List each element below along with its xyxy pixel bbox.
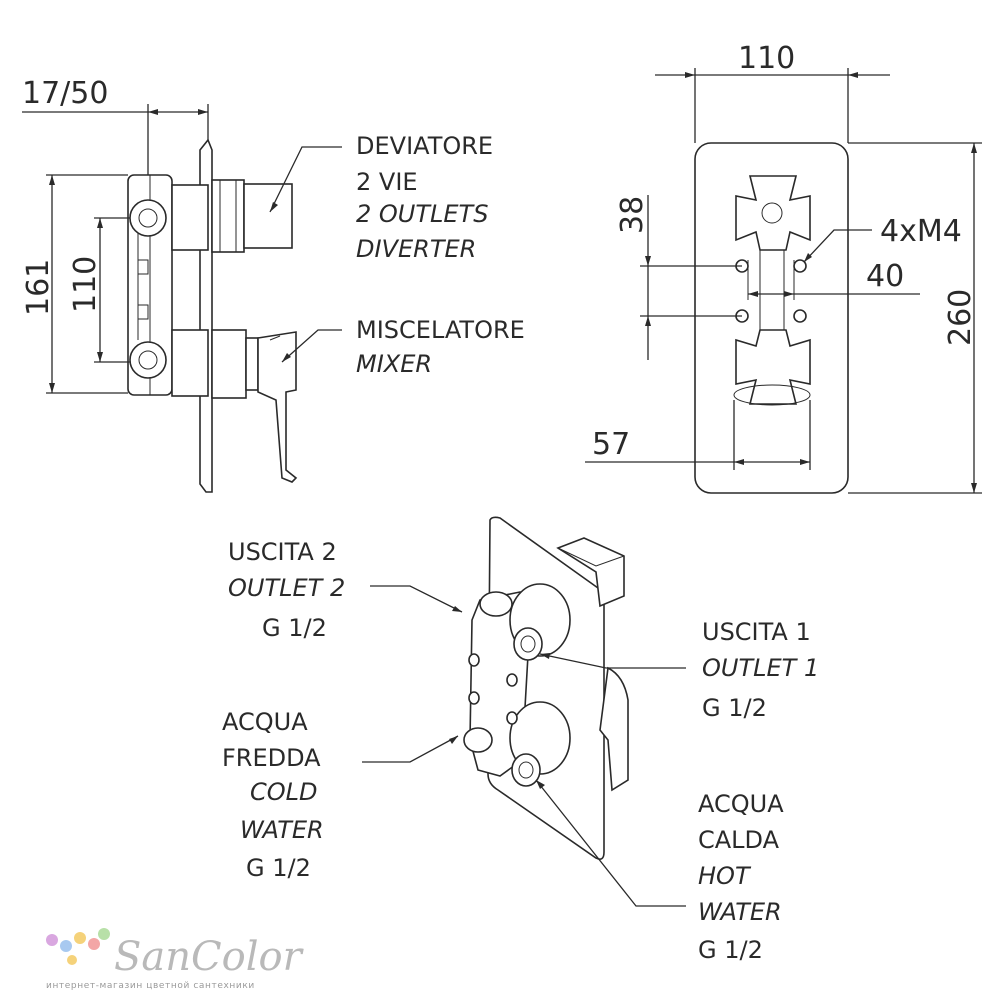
label-cold-1: ACQUA [222,708,308,736]
dim-screws: 4xM4 [880,214,962,249]
label-outlet1-1: USCITA 1 [702,618,811,646]
label-outlet2-1: USCITA 2 [228,538,337,566]
iso-outlet2-port [479,591,513,617]
dim-height-outer: 161 [21,259,56,316]
brand-logo: SanColor [114,934,305,980]
label-hot-5: G 1/2 [698,936,763,964]
dim-width: 110 [738,41,795,76]
label-hot-4: WATER [698,898,782,926]
label-outlet1-2: OUTLET 1 [702,654,819,682]
brand-watermark: SanColor интернет-магазин цветной сантех… [46,928,305,991]
brand-dot [98,928,110,940]
label-cold-3: COLD [250,778,318,806]
front-view: 110 260 38 4xM4 40 57 [585,41,982,494]
iso-cold-port [463,727,493,753]
side-lower-port [129,341,167,379]
label-hot-1: ACQUA [698,790,784,818]
diverter-knob [243,183,293,249]
label-outlet1-3: G 1/2 [702,694,767,722]
mixer-lever [257,331,298,483]
brand-dot [60,940,72,952]
label-mixer-1: MISCELATORE [356,316,525,344]
brand-dot [74,932,86,944]
label-outlet2-2: OUTLET 2 [228,574,345,602]
dim-height: 260 [943,289,978,346]
label-cold-4: WATER [240,816,324,844]
label-diverter-1: DEVIATORE [356,132,493,160]
iso-outlet1-port [513,627,543,661]
dim-body: 57 [592,427,630,462]
label-cold-5: G 1/2 [246,854,311,882]
label-outlet2-3: G 1/2 [262,614,327,642]
iso-diverter-knob [556,537,625,608]
iso-hot-port [511,753,541,787]
screw-lug [793,309,807,323]
dim-screw-gap: 40 [866,259,904,294]
label-diverter-4: DIVERTER [356,235,476,263]
side-view: 17/50 161 110 DEVIATORE 2 VIE 2 OUTLETS … [21,76,525,493]
label-hot-3: HOT [698,862,752,890]
label-mixer-2: MIXER [356,350,432,378]
upper-cross [735,175,811,251]
brand-dot [88,938,100,950]
iso-view: USCITA 2 OUTLET 2 G 1/2 USCITA 1 OUTLET … [222,516,819,964]
label-hot-2: CALDA [698,826,780,854]
lower-cross [735,329,811,405]
label-cold-2: FREDDA [222,744,321,772]
brand-dot [67,955,77,965]
label-diverter-2: 2 VIE [356,168,418,196]
dim-spacing: 38 [615,196,650,234]
brand-dot [46,934,58,946]
brand-tagline: интернет-магазин цветной сантехники [46,981,255,991]
dim-depth: 17/50 [22,76,108,111]
side-upper-port [129,199,167,237]
label-diverter-3: 2 OUTLETS [356,200,488,228]
iso-lever [599,666,629,792]
dim-height-inner: 110 [68,256,103,313]
